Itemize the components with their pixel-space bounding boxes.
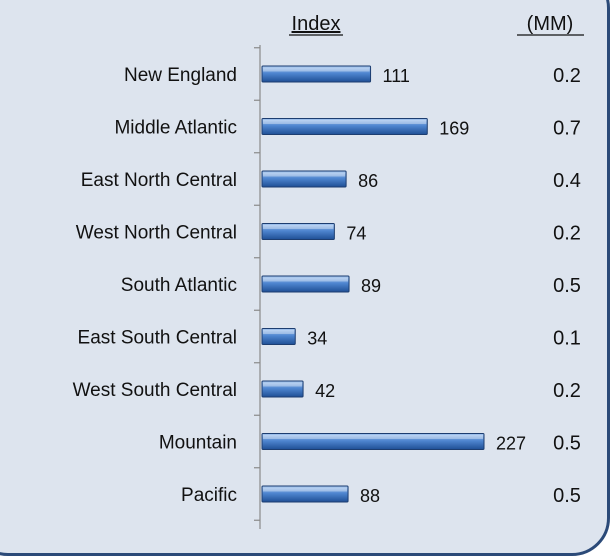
value-label: 34 xyxy=(307,329,327,349)
category-label: Pacific xyxy=(181,485,237,506)
category-label: West North Central xyxy=(76,223,237,244)
value-label: 111 xyxy=(383,66,410,86)
bar xyxy=(261,65,372,83)
bar xyxy=(261,275,350,293)
mm-value: 0.5 xyxy=(553,275,581,297)
bar xyxy=(261,380,304,398)
bar-highlight xyxy=(263,330,295,334)
bar-highlight xyxy=(263,277,349,282)
mm-value: 0.5 xyxy=(553,433,581,455)
category-label: West South Central xyxy=(73,380,237,401)
category-label: New England xyxy=(124,65,237,86)
bar xyxy=(261,118,428,135)
value-label: 89 xyxy=(361,276,381,296)
bar-highlight xyxy=(263,67,370,72)
bar-highlight xyxy=(263,225,334,229)
bar-highlight xyxy=(263,120,427,124)
mm-value: 0.2 xyxy=(553,223,581,245)
bar-highlight xyxy=(263,487,348,492)
index-column-header: Index xyxy=(292,13,341,35)
category-label: Middle Atlantic xyxy=(114,118,237,139)
bar xyxy=(261,170,347,188)
mm-value: 0.2 xyxy=(553,380,581,402)
bar-highlight xyxy=(263,382,303,387)
value-label: 42 xyxy=(315,381,335,401)
value-label: 88 xyxy=(360,486,380,506)
mm-value: 0.2 xyxy=(553,65,581,87)
bar-highlight xyxy=(263,172,346,177)
value-label: 86 xyxy=(358,171,378,191)
category-label: East South Central xyxy=(78,328,237,349)
mm-value: 0.1 xyxy=(553,328,581,350)
mm-value: 0.4 xyxy=(553,170,581,192)
value-label: 169 xyxy=(439,119,469,139)
bar xyxy=(261,433,485,450)
bar xyxy=(261,485,349,503)
bar xyxy=(261,223,335,240)
mm-value: 0.7 xyxy=(553,118,581,140)
bar xyxy=(261,328,296,345)
category-label: East North Central xyxy=(81,170,237,191)
value-label: 74 xyxy=(346,224,366,244)
mm-value: 0.5 xyxy=(553,485,581,507)
category-label: South Atlantic xyxy=(121,275,237,296)
category-label: Mountain xyxy=(159,433,237,454)
value-label: 227 xyxy=(496,434,526,454)
mm-column-header: (MM) xyxy=(527,13,574,35)
bar-highlight xyxy=(263,435,483,439)
